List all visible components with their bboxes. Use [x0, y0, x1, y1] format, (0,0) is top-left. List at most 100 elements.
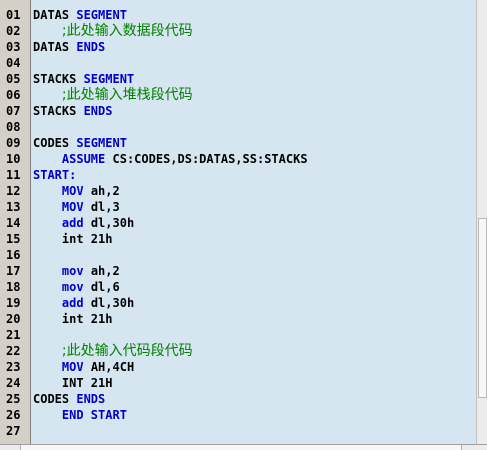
code-line[interactable]: 22 ;此处输入代码段代码: [0, 343, 470, 359]
vertical-scrollbar-thumb[interactable]: [478, 218, 487, 398]
keyword-token: add: [61, 296, 84, 310]
text-token: STACKS: [33, 72, 84, 86]
text-token: [33, 24, 62, 38]
keyword-token: SEGMENT: [83, 72, 135, 86]
code-line[interactable]: 12 MOV ah,2: [0, 183, 470, 199]
horizontal-scrollbar-thumb[interactable]: [20, 445, 462, 450]
code-text[interactable]: INT 21H: [33, 375, 113, 391]
keyword-token: SEGMENT: [76, 8, 127, 22]
code-text[interactable]: START:: [33, 167, 76, 183]
code-line[interactable]: 13 MOV dl,3: [0, 199, 470, 215]
line-number: 12: [6, 184, 21, 198]
code-text[interactable]: DATAS ENDS: [33, 39, 105, 55]
text-token: CODES: [33, 136, 77, 150]
line-number: 27: [6, 424, 21, 438]
code-line[interactable]: 04: [0, 55, 470, 71]
text-token: DATAS: [33, 8, 77, 22]
text-token: [33, 88, 62, 102]
text-token: [33, 216, 62, 230]
code-text[interactable]: mov ah,2: [33, 263, 120, 279]
code-text[interactable]: STACKS SEGMENT: [33, 71, 134, 87]
code-line[interactable]: 20 int 21h: [0, 311, 470, 327]
code-line[interactable]: 19 add dl,30h: [0, 295, 470, 311]
code-text[interactable]: ;此处输入堆栈段代码: [33, 87, 193, 103]
text-token: [33, 200, 62, 214]
comment-token: ;此处输入数据段代码: [61, 23, 193, 39]
keyword-token: mov: [61, 264, 84, 278]
line-number: 14: [6, 216, 21, 230]
text-token: [33, 152, 62, 166]
text-token: DATAS: [33, 40, 77, 54]
keyword-token: mov: [61, 280, 84, 294]
line-number: 23: [6, 360, 21, 374]
code-text[interactable]: int 21h: [33, 311, 113, 327]
code-line[interactable]: 10 ASSUME CS:CODES,DS:DATAS,SS:STACKS: [0, 151, 470, 167]
line-number: 05: [6, 72, 21, 86]
text-token: STACKS: [33, 104, 84, 118]
code-text[interactable]: int 21h: [33, 231, 113, 247]
code-line[interactable]: 23 MOV AH,4CH: [0, 359, 470, 375]
text-token: dl,6: [83, 280, 120, 294]
code-line[interactable]: 01 DATAS SEGMENT: [0, 7, 470, 23]
text-token: [33, 360, 62, 374]
keyword-token: MOV: [61, 200, 84, 214]
line-number: 17: [6, 264, 21, 278]
code-line[interactable]: 27: [0, 423, 470, 439]
code-line[interactable]: 26 END START: [0, 407, 470, 423]
code-text[interactable]: CODES SEGMENT: [33, 135, 127, 151]
code-text[interactable]: END START: [33, 407, 127, 423]
line-number: 16: [6, 248, 21, 262]
code-text[interactable]: MOV AH,4CH: [33, 359, 134, 375]
code-line[interactable]: 25 CODES ENDS: [0, 391, 470, 407]
line-number: 01: [6, 8, 21, 22]
horizontal-scrollbar[interactable]: [0, 444, 487, 450]
text-token: [33, 296, 62, 310]
text-token: [33, 280, 62, 294]
code-line[interactable]: 16: [0, 247, 470, 263]
code-line[interactable]: 14 add dl,30h: [0, 215, 470, 231]
keyword-token: ENDS: [76, 40, 106, 54]
text-token: int 21h: [33, 232, 113, 246]
line-number: 21: [6, 328, 21, 342]
text-token: CODES: [33, 392, 77, 406]
keyword-token: MOV: [61, 184, 84, 198]
line-number: 02: [6, 24, 21, 38]
line-number: 25: [6, 392, 21, 406]
line-number: 24: [6, 376, 21, 390]
code-line[interactable]: 05 STACKS SEGMENT: [0, 71, 470, 87]
code-line[interactable]: 17 mov ah,2: [0, 263, 470, 279]
code-text[interactable]: MOV dl,3: [33, 199, 120, 215]
code-line[interactable]: 24 INT 21H: [0, 375, 470, 391]
vertical-scrollbar[interactable]: [476, 0, 487, 444]
line-number: 08: [6, 120, 21, 134]
code-line[interactable]: 15 int 21h: [0, 231, 470, 247]
code-text[interactable]: ASSUME CS:CODES,DS:DATAS,SS:STACKS: [33, 151, 308, 167]
code-text[interactable]: mov dl,6: [33, 279, 120, 295]
code-line[interactable]: 21: [0, 327, 470, 343]
line-number: 26: [6, 408, 21, 422]
code-line[interactable]: 06 ;此处输入堆栈段代码: [0, 87, 470, 103]
code-text[interactable]: add dl,30h: [33, 215, 134, 231]
code-line[interactable]: 02 ;此处输入数据段代码: [0, 23, 470, 39]
code-text[interactable]: CODES ENDS: [33, 391, 105, 407]
code-line[interactable]: 18 mov dl,6: [0, 279, 470, 295]
code-text[interactable]: MOV ah,2: [33, 183, 120, 199]
code-line[interactable]: 08: [0, 119, 470, 135]
text-token: [33, 264, 62, 278]
keyword-token: START:: [33, 168, 77, 182]
code-text[interactable]: STACKS ENDS: [33, 103, 112, 119]
text-token: [33, 408, 62, 422]
line-number: 18: [6, 280, 21, 294]
text-token: CS:CODES,DS:DATAS,SS:STACKS: [105, 152, 308, 166]
code-text[interactable]: ;此处输入代码段代码: [33, 343, 193, 359]
code-text[interactable]: DATAS SEGMENT: [33, 7, 127, 23]
code-text[interactable]: add dl,30h: [33, 295, 134, 311]
code-text[interactable]: ;此处输入数据段代码: [33, 23, 193, 39]
keyword-token: ENDS: [76, 392, 106, 406]
comment-token: ;此处输入堆栈段代码: [61, 87, 193, 103]
